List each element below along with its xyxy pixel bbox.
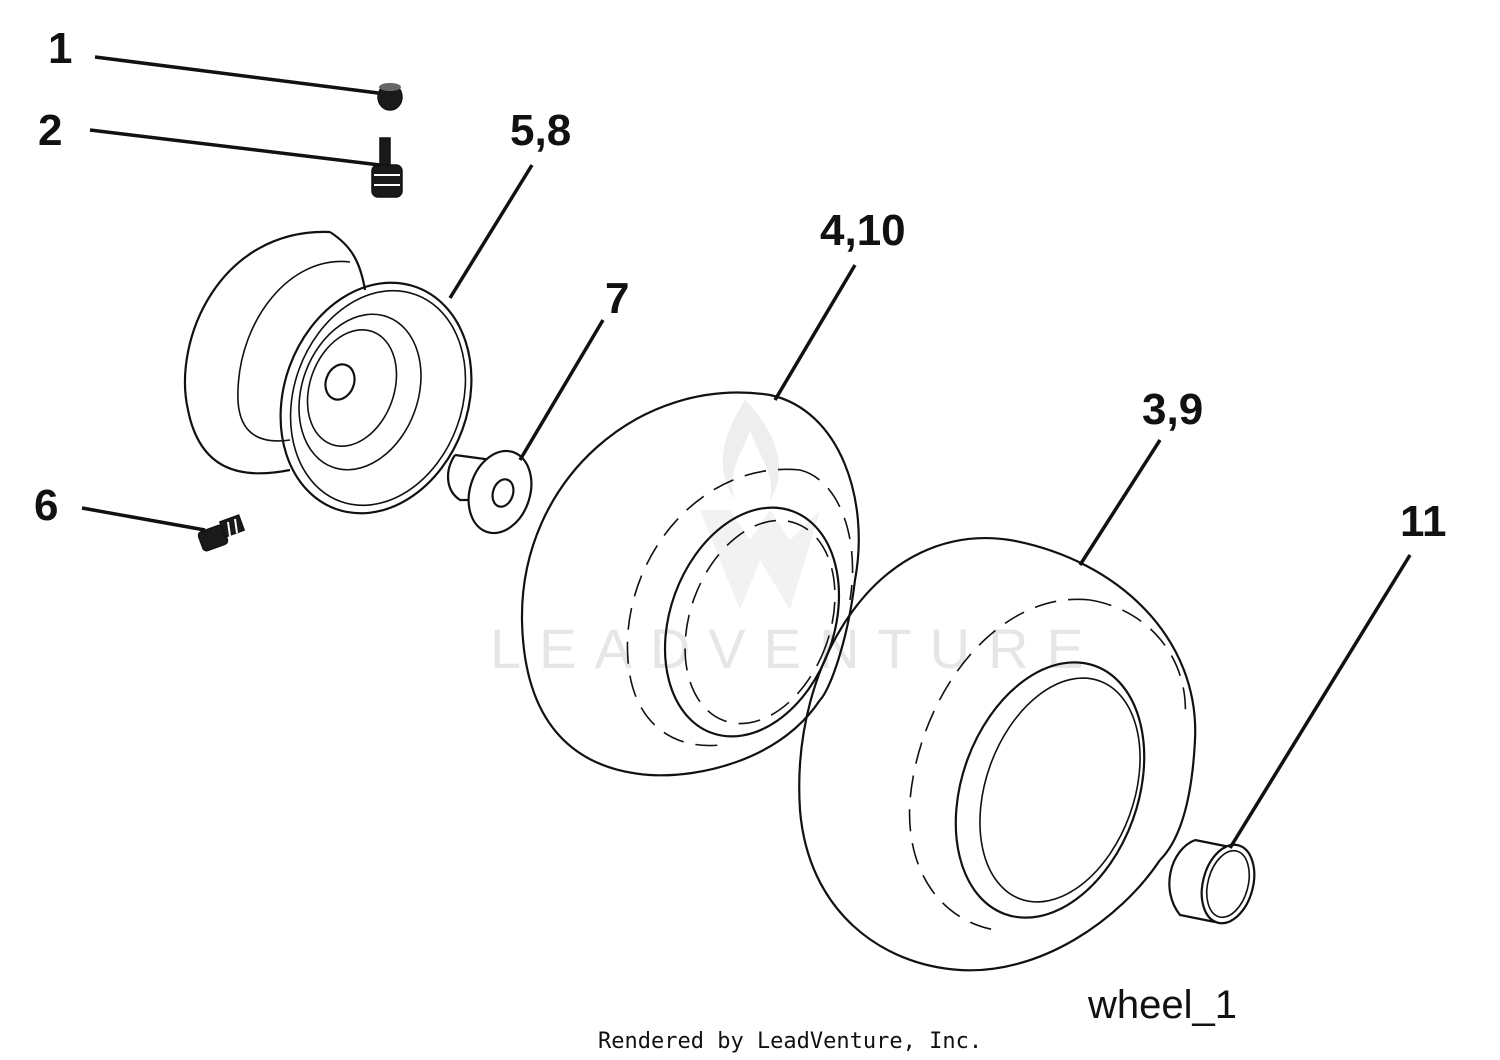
diagram-id-label: wheel_1 bbox=[1087, 983, 1237, 1027]
watermark: LEADVENTURE bbox=[490, 400, 1102, 680]
leader-11 bbox=[1228, 554, 1412, 849]
watermark-flame-icon bbox=[700, 400, 820, 610]
part-6-grease-fitting bbox=[197, 514, 246, 552]
callout-7: 7 bbox=[605, 274, 629, 323]
watermark-text: LEADVENTURE bbox=[490, 617, 1102, 680]
callout-5-8: 5,8 bbox=[510, 106, 571, 155]
leader-1 bbox=[94, 55, 379, 95]
part-1-valve-cap bbox=[377, 83, 403, 111]
render-credit: Rendered by LeadVenture, Inc. bbox=[598, 1029, 982, 1054]
leader-6 bbox=[81, 506, 206, 532]
leader-7 bbox=[518, 319, 605, 461]
part-3-9-tire bbox=[798, 537, 1197, 972]
part-7-bushing bbox=[447, 449, 533, 535]
leader-lines bbox=[81, 55, 1412, 849]
part-2-valve-stem bbox=[371, 137, 403, 198]
leader-2 bbox=[89, 128, 381, 167]
callout-11: 11 bbox=[1400, 497, 1447, 546]
callout-labels: 1 2 5,8 4,10 7 6 3,9 11 bbox=[34, 24, 1447, 546]
callout-2: 2 bbox=[38, 106, 62, 155]
callout-1: 1 bbox=[48, 24, 72, 73]
callout-3-9: 3,9 bbox=[1142, 385, 1203, 434]
part-4-10-tire bbox=[520, 391, 860, 777]
leader-3-9 bbox=[1078, 439, 1162, 566]
part-11-center-cap bbox=[1168, 838, 1256, 925]
callout-6: 6 bbox=[34, 481, 58, 530]
callout-4-10: 4,10 bbox=[820, 206, 906, 255]
leader-5-8 bbox=[448, 164, 534, 299]
leader-4-10 bbox=[773, 264, 857, 401]
part-5-8-rim bbox=[183, 230, 473, 515]
